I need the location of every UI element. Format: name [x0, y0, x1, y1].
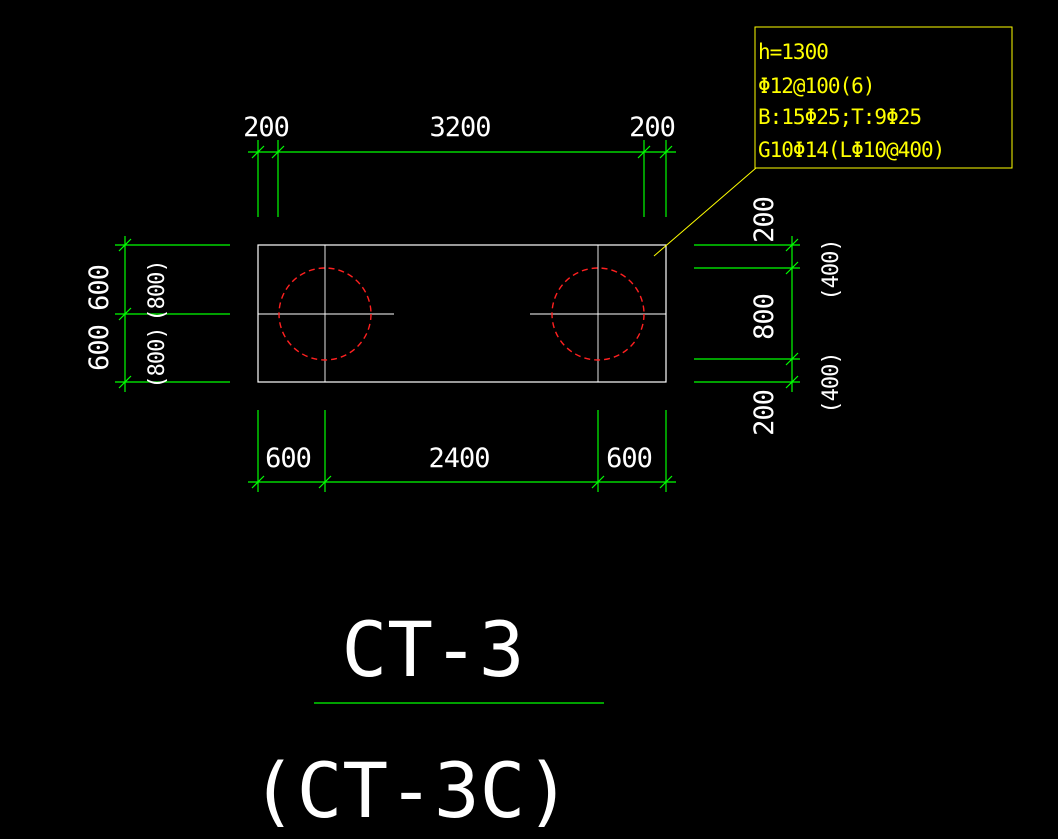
pile-cap [257, 244, 667, 383]
note-frame [754, 26, 1013, 169]
tick-mark [118, 238, 132, 252]
tick-mark [659, 475, 673, 489]
tick-mark [785, 261, 799, 275]
tick-mark [118, 307, 132, 321]
bottom-dimension-chain: 600 2400 600 [248, 410, 676, 492]
left-dim-label-bottom-outer: 600 [84, 325, 115, 371]
pile-circle-left [278, 267, 372, 361]
note-line-main-bars: B:15Φ25;T:9Φ25 [758, 105, 921, 129]
right-dim-label-paren-top: (400) [819, 239, 844, 300]
note-line-side-bars: G10Φ14(LΦ10@400) [758, 138, 944, 162]
right-dim-label-top: 200 [749, 197, 780, 243]
right-dim-label-bottom: 200 [749, 390, 780, 436]
tick-mark [637, 145, 651, 159]
title-label: CT-3 [341, 605, 524, 694]
tick-mark [591, 475, 605, 489]
left-dim-label-top-outer: 600 [84, 265, 115, 311]
tick-mark [785, 352, 799, 366]
tick-mark [785, 375, 799, 389]
right-dim-label-middle: 800 [749, 294, 780, 340]
top-dim-label-middle: 3200 [429, 112, 490, 143]
pile-cap-outline [257, 244, 667, 383]
left-dimension-chain: 600 (800) 600 (800) [84, 236, 230, 392]
drawing-title: CT-3 (CT-3C) [251, 605, 604, 835]
top-dim-label-left: 200 [243, 112, 289, 143]
top-dimension-chain: 200 3200 200 [243, 112, 676, 217]
left-dim-label-bottom-inner: (800) [145, 327, 170, 388]
left-dim-label-top-inner: (800) [145, 260, 170, 321]
note-line-stirrup: Φ12@100(6) [758, 74, 874, 98]
tick-mark [118, 375, 132, 389]
note-line-height: h=1300 [758, 40, 828, 64]
tick-mark [659, 145, 673, 159]
tick-mark [785, 238, 799, 252]
pile-circle-right [551, 267, 645, 361]
note-leader-line [653, 167, 757, 257]
tick-mark [251, 475, 265, 489]
right-dimension-chain: 200 800 200 (400) (400) [694, 197, 844, 436]
reinforcement-note: h=1300 Φ12@100(6) B:15Φ25;T:9Φ25 G10Φ14(… [653, 26, 1013, 257]
top-dim-label-right: 200 [629, 112, 675, 143]
bottom-dim-label-middle: 2400 [428, 443, 489, 474]
bottom-dim-label-right: 600 [606, 443, 652, 474]
bottom-dim-label-left: 600 [265, 443, 311, 474]
tick-mark [318, 475, 332, 489]
tick-mark [271, 145, 285, 159]
tick-mark [251, 145, 265, 159]
right-dim-label-paren-bottom: (400) [819, 352, 844, 413]
subtitle-label: (CT-3C) [251, 746, 571, 835]
